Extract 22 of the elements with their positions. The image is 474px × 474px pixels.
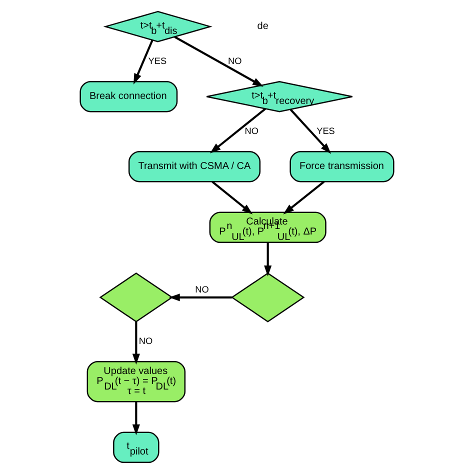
node-diamond: [230, 272, 305, 322]
arrow: [132, 322, 140, 365]
arrow: [168, 294, 232, 302]
node-diamond: [99, 272, 174, 322]
arrow: [134, 40, 154, 84]
edge-label: YES: [316, 126, 335, 136]
edge-label: YES: [148, 56, 167, 66]
arrow: [174, 36, 264, 87]
arrow: [210, 108, 266, 154]
arrow: [290, 108, 332, 154]
node-box: Transmit with CSMA / CA: [128, 150, 261, 182]
arrow: [132, 402, 140, 436]
label: de: [257, 21, 268, 32]
edge-label: NO: [244, 126, 258, 136]
edge-label: NO: [228, 56, 242, 66]
arrow: [283, 180, 325, 214]
arrow: [212, 180, 253, 214]
edge-label: NO: [138, 336, 153, 346]
edge-label: NO: [195, 284, 209, 294]
node-box: Break connection: [80, 80, 178, 112]
arrow: [264, 242, 272, 276]
node-box: Force transmission: [290, 150, 394, 182]
